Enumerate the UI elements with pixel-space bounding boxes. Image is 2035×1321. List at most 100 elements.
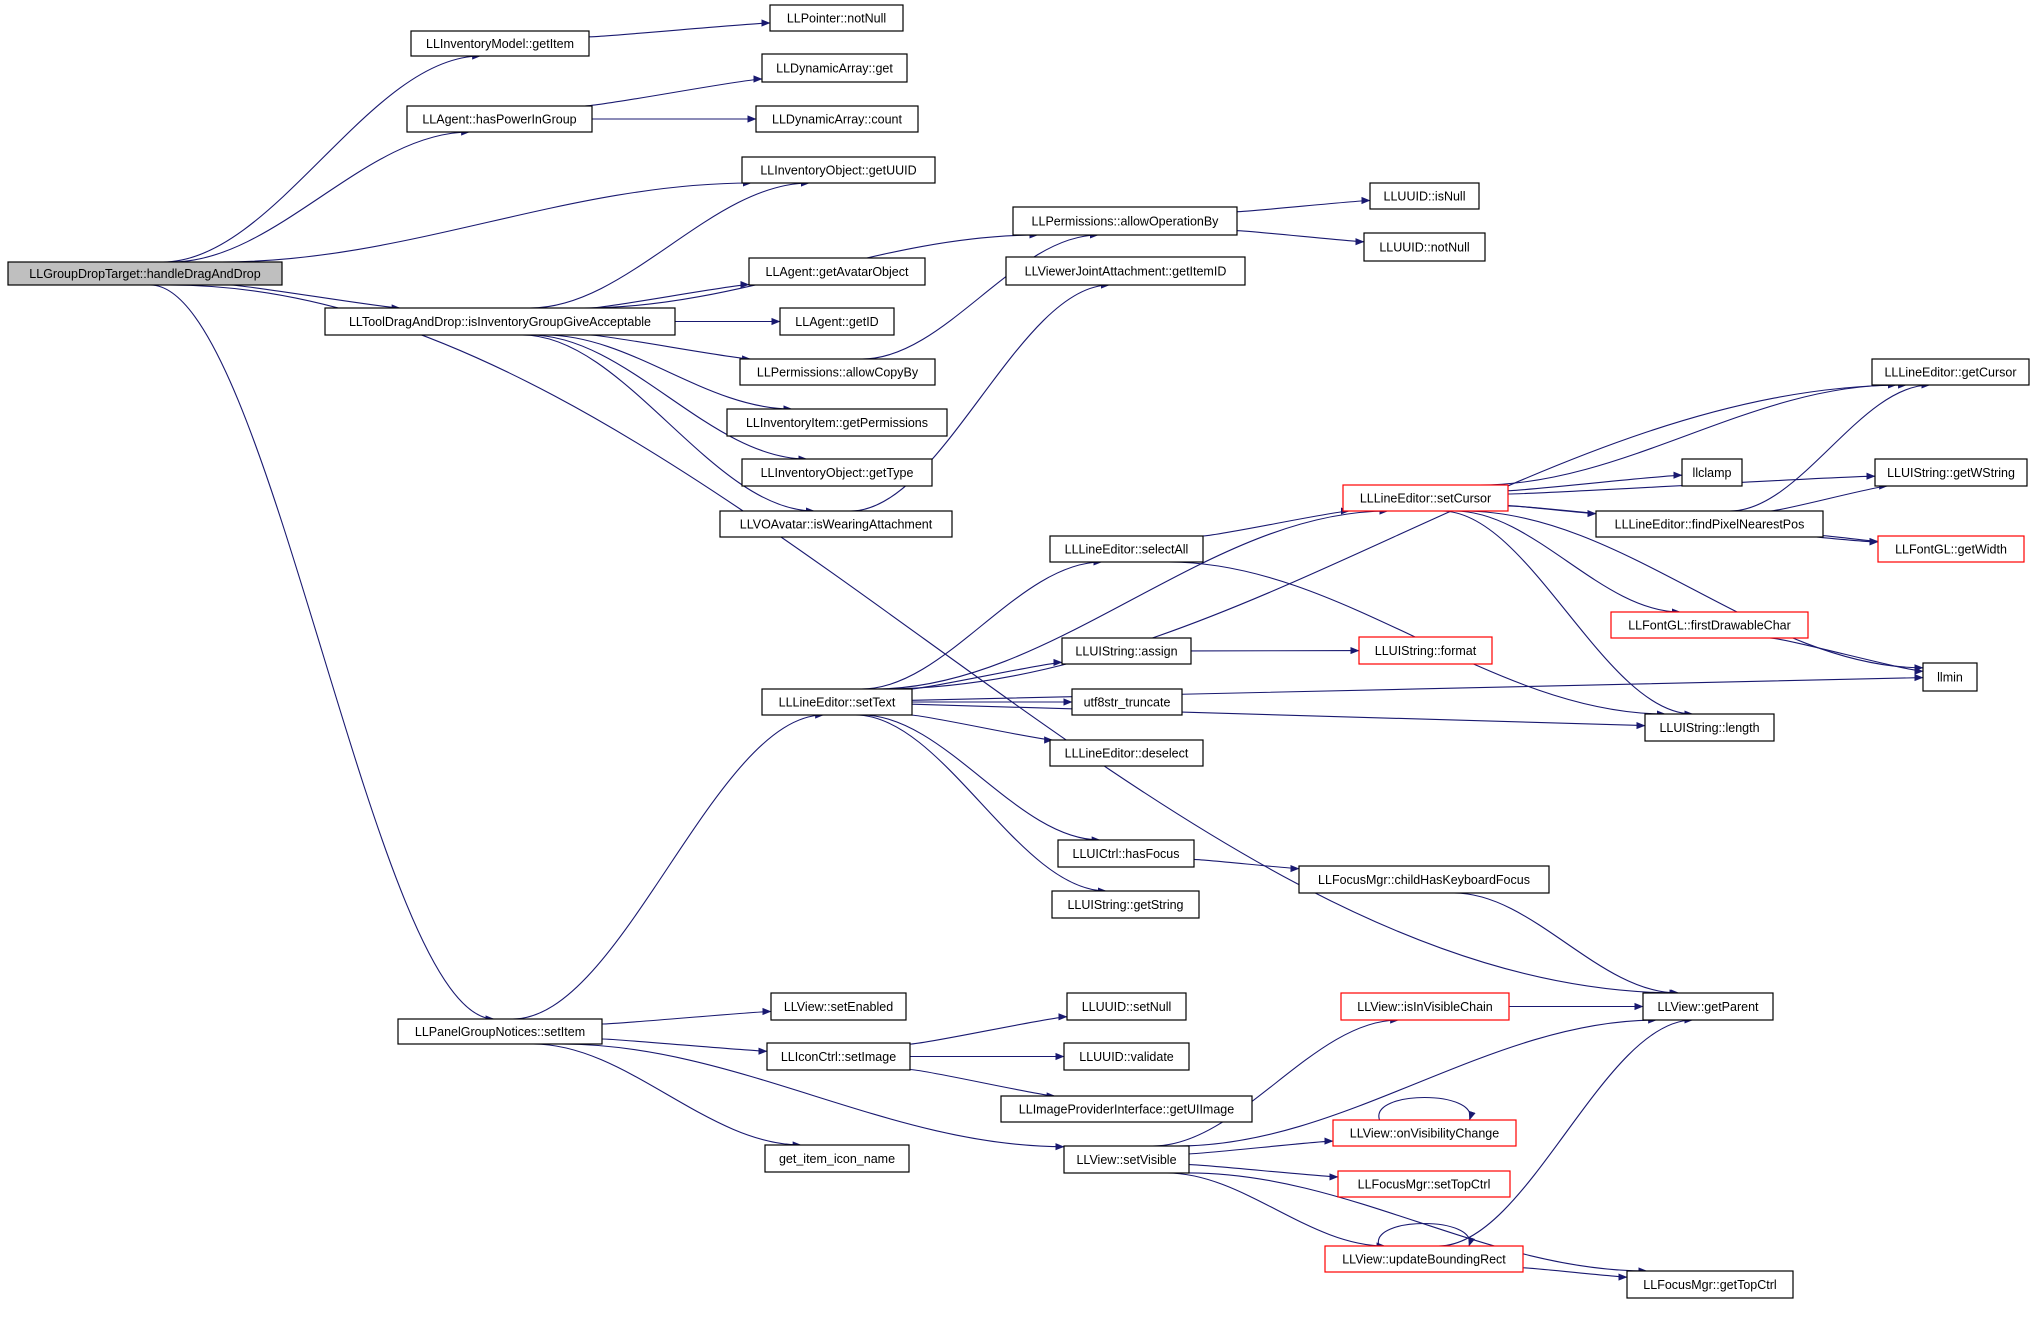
node-box[interactable] bbox=[1061, 637, 1192, 665]
node-uisFormat[interactable]: LLUIString::format bbox=[1358, 636, 1493, 665]
node-box[interactable] bbox=[1057, 839, 1195, 868]
node-permAllowOp[interactable]: LLPermissions::allowOperationBy bbox=[1012, 206, 1238, 236]
node-invItemGetPerm[interactable]: LLInventoryItem::getPermissions bbox=[726, 408, 948, 437]
node-box[interactable] bbox=[1012, 206, 1238, 236]
node-viewUpdateBounding[interactable]: LLView::updateBoundingRect bbox=[1324, 1245, 1524, 1273]
node-dynArrCount[interactable]: LLDynamicArray::count bbox=[755, 105, 919, 133]
node-agentGetID[interactable]: LLAgent::getID bbox=[779, 307, 895, 336]
node-box[interactable] bbox=[397, 1018, 603, 1045]
node-permAllowCopy[interactable]: LLPermissions::allowCopyBy bbox=[739, 358, 936, 386]
node-getItemIconName[interactable]: get_item_icon_name bbox=[764, 1144, 910, 1173]
node-box[interactable] bbox=[1369, 182, 1480, 210]
node-box[interactable] bbox=[1066, 992, 1187, 1021]
node-box[interactable] bbox=[406, 105, 593, 133]
node-box[interactable] bbox=[1363, 232, 1486, 262]
node-box[interactable] bbox=[779, 307, 895, 336]
node-focusGetTopCtrl[interactable]: LLFocusMgr::getTopCtrl bbox=[1626, 1270, 1794, 1299]
node-iconSetImage[interactable]: LLIconCtrl::setImage bbox=[766, 1042, 911, 1071]
node-box[interactable] bbox=[1595, 510, 1824, 538]
node-uisLength[interactable]: LLUIString::length bbox=[1644, 713, 1775, 742]
node-uuidNotNull[interactable]: LLUUID::notNull bbox=[1363, 232, 1486, 262]
node-vjaGetItemID[interactable]: LLViewerJointAttachment::getItemID bbox=[1005, 256, 1246, 286]
node-box[interactable] bbox=[1324, 1245, 1524, 1273]
node-llclamp[interactable]: llclamp bbox=[1681, 458, 1743, 487]
node-agentGetAvatar[interactable]: LLAgent::getAvatarObject bbox=[748, 257, 926, 286]
node-box[interactable] bbox=[1358, 636, 1493, 665]
node-leSetCursor[interactable]: LLLineEditor::setCursor bbox=[1342, 484, 1509, 512]
node-viewIsInVisChain[interactable]: LLView::isInVisibleChain bbox=[1340, 992, 1510, 1021]
node-pgnSetItem[interactable]: LLPanelGroupNotices::setItem bbox=[397, 1018, 603, 1045]
node-voIsWearing[interactable]: LLVOAvatar::isWearingAttachment bbox=[719, 510, 953, 538]
node-viewSetVisible[interactable]: LLView::setVisible bbox=[1063, 1145, 1190, 1174]
node-box[interactable] bbox=[1332, 1119, 1517, 1147]
node-box[interactable] bbox=[1049, 535, 1204, 563]
node-box[interactable] bbox=[748, 257, 926, 286]
node-box[interactable] bbox=[741, 156, 936, 184]
node-box[interactable] bbox=[1642, 992, 1774, 1021]
node-box[interactable] bbox=[1922, 662, 1978, 692]
node-box[interactable] bbox=[1298, 865, 1550, 894]
node-uuidValidate[interactable]: LLUUID::validate bbox=[1063, 1042, 1190, 1071]
node-box[interactable] bbox=[1000, 1095, 1253, 1123]
node-box[interactable] bbox=[1071, 688, 1183, 716]
node-invObjGetUUID[interactable]: LLInventoryObject::getUUID bbox=[741, 156, 936, 184]
node-box[interactable] bbox=[1626, 1270, 1794, 1299]
node-box[interactable] bbox=[1874, 458, 2028, 487]
node-box[interactable] bbox=[755, 105, 919, 133]
node-box[interactable] bbox=[726, 408, 948, 437]
node-fontGetWidth[interactable]: LLFontGL::getWidth bbox=[1877, 535, 2025, 563]
node-box[interactable] bbox=[769, 4, 904, 32]
node-focusSetTopCtrl[interactable]: LLFocusMgr::setTopCtrl bbox=[1337, 1170, 1511, 1198]
node-box[interactable] bbox=[1681, 458, 1743, 487]
node-box[interactable] bbox=[1610, 611, 1809, 639]
node-leDeselect[interactable]: LLLineEditor::deselect bbox=[1049, 739, 1204, 767]
node-box[interactable] bbox=[1005, 256, 1246, 286]
node-dynArrGet[interactable]: LLDynamicArray::get bbox=[761, 53, 908, 83]
node-viewOnVisChange[interactable]: LLView::onVisibilityChange bbox=[1332, 1119, 1517, 1147]
node-leSelectAll[interactable]: LLLineEditor::selectAll bbox=[1049, 535, 1204, 563]
node-box[interactable] bbox=[766, 1042, 911, 1071]
node-box[interactable] bbox=[739, 358, 936, 386]
node-agentHasPower[interactable]: LLAgent::hasPowerInGroup bbox=[406, 105, 593, 133]
node-leFindPixel[interactable]: LLLineEditor::findPixelNearestPos bbox=[1595, 510, 1824, 538]
node-fontFirstDrawable[interactable]: LLFontGL::firstDrawableChar bbox=[1610, 611, 1809, 639]
node-imgGetUIImage[interactable]: LLImageProviderInterface::getUIImage bbox=[1000, 1095, 1253, 1123]
node-box[interactable] bbox=[770, 992, 907, 1021]
node-focusChildHasKb[interactable]: LLFocusMgr::childHasKeyboardFocus bbox=[1298, 865, 1550, 894]
node-llmin[interactable]: llmin bbox=[1922, 662, 1978, 692]
node-box[interactable] bbox=[1063, 1042, 1190, 1071]
node-uuidIsNull[interactable]: LLUUID::isNull bbox=[1369, 182, 1480, 210]
node-uuidSetNull[interactable]: LLUUID::setNull bbox=[1066, 992, 1187, 1021]
node-leSetText[interactable]: LLLineEditor::setText bbox=[761, 688, 913, 716]
node-box[interactable] bbox=[1644, 713, 1775, 742]
node-box[interactable] bbox=[1340, 992, 1510, 1021]
node-toolIsInvGive[interactable]: LLToolDragAndDrop::isInventoryGroupGiveA… bbox=[324, 307, 676, 336]
node-uisGetString[interactable]: LLUIString::getString bbox=[1051, 890, 1200, 919]
node-viewSetEnabled[interactable]: LLView::setEnabled bbox=[770, 992, 907, 1021]
node-box[interactable] bbox=[761, 53, 908, 83]
node-utf8trunc[interactable]: utf8str_truncate bbox=[1071, 688, 1183, 716]
node-ptrNotNull[interactable]: LLPointer::notNull bbox=[769, 4, 904, 32]
node-uisGetWString[interactable]: LLUIString::getWString bbox=[1874, 458, 2028, 487]
node-viewGetParent[interactable]: LLView::getParent bbox=[1642, 992, 1774, 1021]
node-uisAssign[interactable]: LLUIString::assign bbox=[1061, 637, 1192, 665]
node-box[interactable] bbox=[764, 1144, 910, 1173]
node-box[interactable] bbox=[1337, 1170, 1511, 1198]
node-invModelGetItem[interactable]: LLInventoryModel::getItem bbox=[410, 30, 590, 57]
node-box[interactable] bbox=[741, 458, 933, 487]
node-box[interactable] bbox=[1877, 535, 2025, 563]
node-uictrlHasFocus[interactable]: LLUICtrl::hasFocus bbox=[1057, 839, 1195, 868]
node-box[interactable] bbox=[1871, 358, 2030, 386]
node-invObjGetType[interactable]: LLInventoryObject::getType bbox=[741, 458, 933, 487]
node-box[interactable] bbox=[719, 510, 953, 538]
node-box[interactable] bbox=[1049, 739, 1204, 767]
node-box[interactable] bbox=[410, 30, 590, 57]
node-box[interactable] bbox=[1063, 1145, 1190, 1174]
node-leGetCursor[interactable]: LLLineEditor::getCursor bbox=[1871, 358, 2030, 386]
node-root[interactable]: LLGroupDropTarget::handleDragAndDrop bbox=[7, 261, 283, 286]
node-box[interactable] bbox=[1051, 890, 1200, 919]
node-box[interactable] bbox=[761, 688, 913, 716]
node-box[interactable] bbox=[7, 261, 283, 286]
node-box[interactable] bbox=[1342, 484, 1509, 512]
node-box[interactable] bbox=[324, 307, 676, 336]
